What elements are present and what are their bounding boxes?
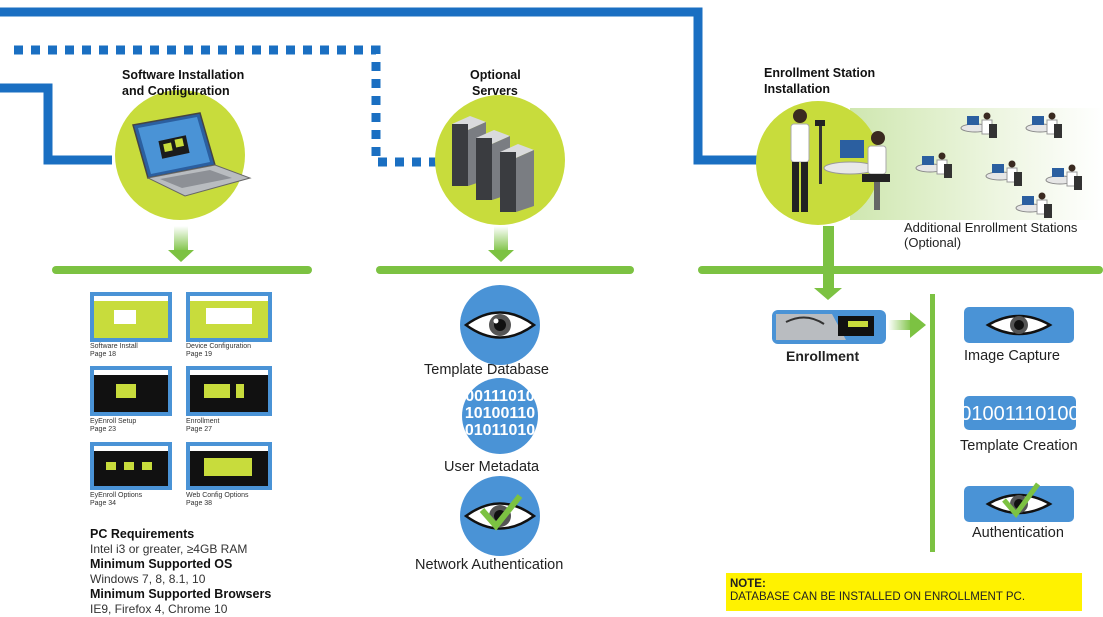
browsers-value: IE9, Firefox 4, Chrome 10 [90,602,228,616]
enrollment-station-circle [756,101,880,225]
laptop-icon [132,112,252,197]
enrollment-station-section-title: Enrollment Station Installation [764,66,876,96]
template-creation-binary: 01001110100 [960,403,1079,425]
note-title: NOTE: [730,578,766,590]
additional-stations-label: Additional Enrollment Stations (Optional… [904,220,1078,250]
vertical-divider [930,294,935,552]
authentication-icon [964,482,1074,522]
note-text: DATABASE CAN BE INSTALLED ON ENROLLMENT … [730,591,1026,603]
servers-icon [452,116,534,212]
arrow-down-servers [488,250,514,262]
thumb-web-config-options [186,442,272,490]
image-capture-label: Image Capture [964,348,1060,364]
user-metadata-label: User Metadata [444,459,540,475]
arrow-right-flow [910,312,926,338]
bar-enrollment [698,266,1103,274]
image-capture-icon [964,307,1074,343]
network-lines [0,7,758,167]
template-database-label: Template Database [424,362,549,378]
software-section-title: Software Installation and Configuration [122,68,245,98]
enrollment-label: Enrollment [786,348,860,364]
pc-requirements-value: Intel i3 or greater, ≥4GB RAM [90,542,248,556]
network-authentication-icon [460,476,540,556]
additional-stations-icon [915,112,1082,218]
os-value: Windows 7, 8, 8.1, 10 [90,572,206,586]
network-authentication-label: Network Authentication [415,557,564,573]
template-database-icon [460,285,540,365]
enrollment-station-icon [790,109,890,212]
authentication-label: Authentication [972,525,1064,541]
requirements-block: PC Requirements Intel i3 or greater, ≥4G… [90,527,271,617]
thumb-eyenroll-setup [90,366,172,416]
browsers-title: Minimum Supported Browsers [90,587,272,601]
thumb-eyenroll-options [90,442,172,490]
main-network-line [0,7,758,165]
bar-software [52,266,312,274]
servers-section-title: Optional Servers [470,68,521,98]
arrow-down-enrollment [814,288,842,300]
thumb-enrollment [186,366,272,416]
bar-servers [376,266,634,274]
pc-requirements-title: PC Requirements [90,527,195,541]
software-network-line [0,83,112,165]
os-title: Minimum Supported OS [90,557,233,571]
template-creation-icon [964,396,1076,430]
template-creation-label: Template Creation [960,438,1078,454]
enrollment-device-icon [772,310,886,344]
note-box: NOTE: DATABASE CAN BE INSTALLED ON ENROL… [726,573,1082,611]
thumb-device-configuration [186,292,272,342]
user-metadata-icon [462,378,538,454]
thumb-software-install [90,292,172,342]
arrow-down-software [168,250,194,262]
